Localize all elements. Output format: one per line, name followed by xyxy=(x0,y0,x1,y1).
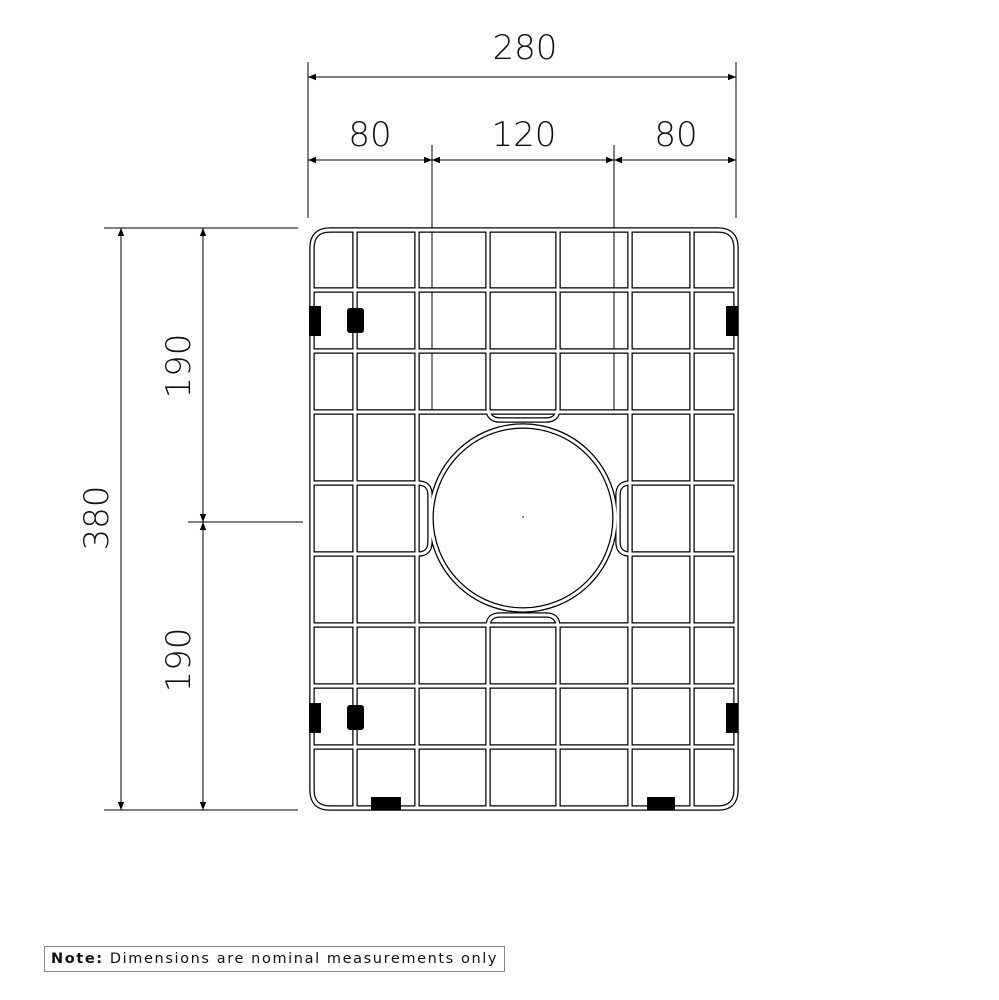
dim-center-width: 120 xyxy=(492,115,557,155)
foot-left-top xyxy=(347,308,364,333)
dim-overall-width: 280 xyxy=(493,28,558,68)
dim-upper-height: 190 xyxy=(159,334,199,399)
grid-clips xyxy=(309,306,738,810)
drain-center-mark xyxy=(522,516,524,518)
clip-bottom-right xyxy=(647,797,675,810)
note-box: Note: Dimensions are nominal measurement… xyxy=(44,946,506,972)
note-text: Dimensions are nominal measurements only xyxy=(109,951,499,967)
dimension-lines xyxy=(104,62,737,811)
clip-right-top xyxy=(726,306,738,336)
clip-right-bottom xyxy=(726,703,738,733)
dim-right-width: 80 xyxy=(654,115,697,155)
dim-left-width: 80 xyxy=(348,115,391,155)
foot-left-bottom xyxy=(347,705,364,730)
wire-grid xyxy=(309,227,739,811)
clip-left-top xyxy=(309,306,321,336)
note-label: Note: xyxy=(51,951,104,967)
clip-left-bottom xyxy=(309,703,321,733)
clip-bottom-left xyxy=(371,797,401,810)
dim-lower-height: 190 xyxy=(159,628,199,693)
dim-overall-height: 380 xyxy=(77,486,117,551)
